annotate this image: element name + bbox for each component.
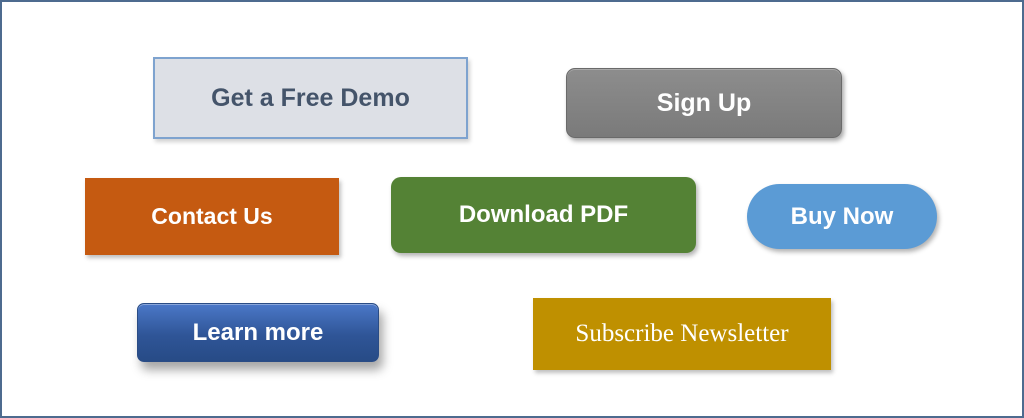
sign-up-button[interactable]: Sign Up <box>566 68 842 138</box>
subscribe-newsletter-label: Subscribe Newsletter <box>575 320 789 347</box>
learn-more-label: Learn more <box>192 318 324 346</box>
buy-now-button[interactable]: Buy Now <box>747 184 937 249</box>
buy-now-label: Buy Now <box>790 202 894 230</box>
contact-us-button[interactable]: Contact Us <box>85 178 339 255</box>
sign-up-label: Sign Up <box>656 88 752 117</box>
get-free-demo-label: Get a Free Demo <box>211 83 410 112</box>
download-pdf-button[interactable]: Download PDF <box>391 177 696 253</box>
learn-more-button[interactable]: Learn more <box>137 303 379 362</box>
contact-us-label: Contact Us <box>151 203 273 229</box>
get-free-demo-button[interactable]: Get a Free Demo <box>153 57 468 139</box>
subscribe-newsletter-button[interactable]: Subscribe Newsletter <box>533 298 831 370</box>
download-pdf-label: Download PDF <box>458 201 629 228</box>
